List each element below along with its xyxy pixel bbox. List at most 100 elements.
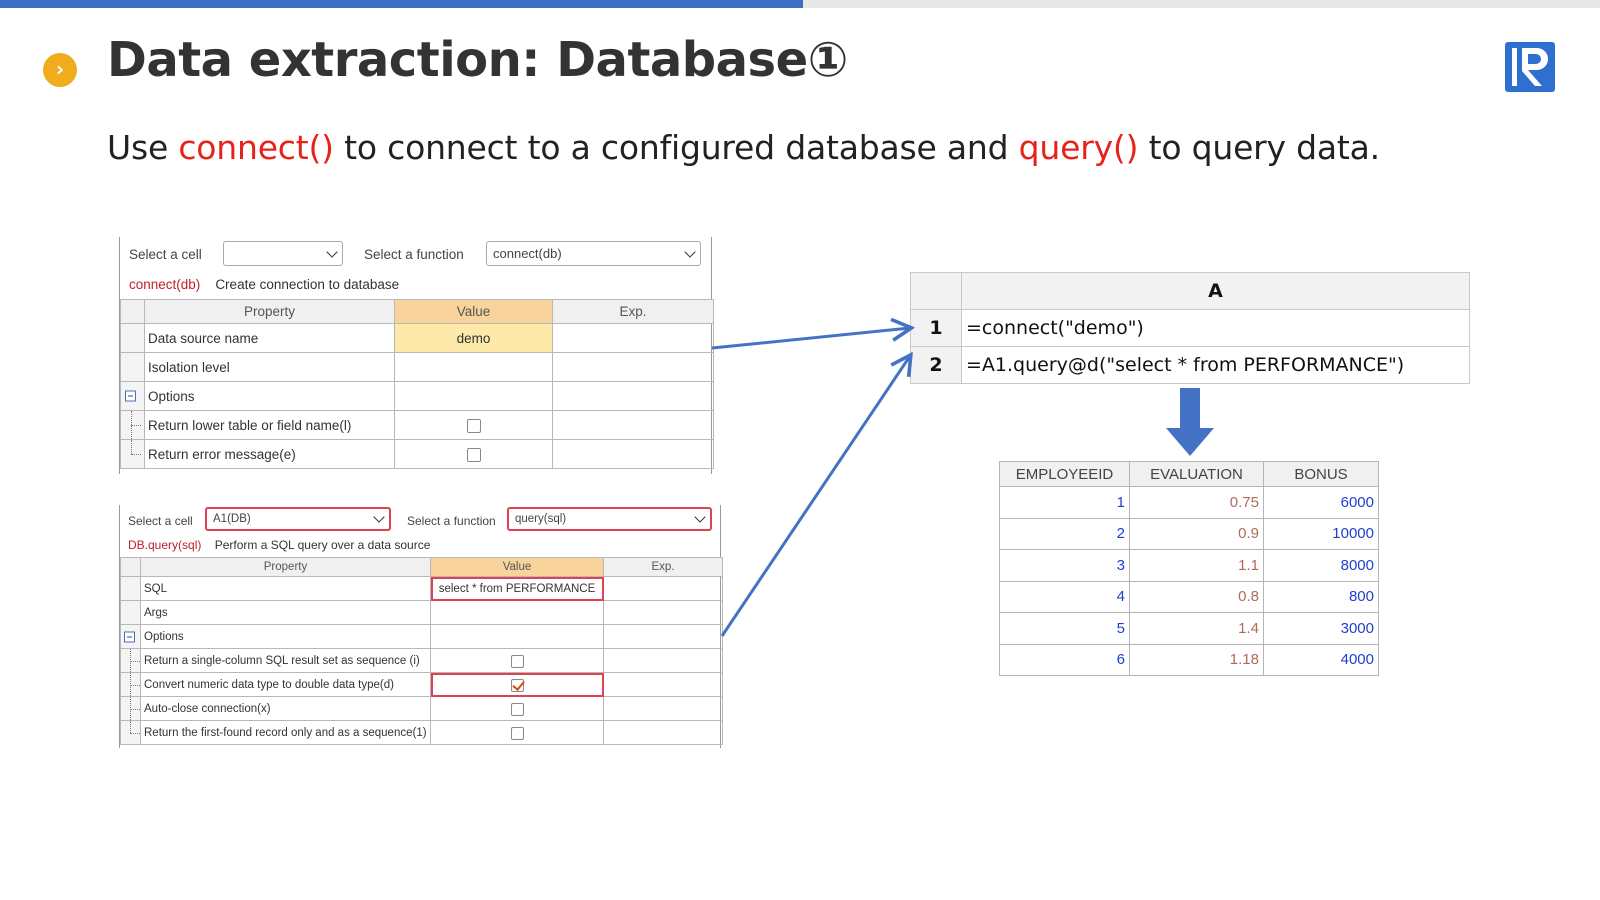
- evaluation-cell: 0.9: [1129, 517, 1264, 550]
- option-checkbox[interactable]: [466, 447, 481, 462]
- table-row[interactable]: Return the first-found record only and a…: [120, 720, 723, 745]
- function-description: DB.query(sql) Perform a SQL query over a…: [128, 538, 430, 552]
- exp-cell[interactable]: [603, 696, 723, 721]
- table-row[interactable]: Data source name demo: [120, 323, 714, 353]
- exp-cell[interactable]: [552, 439, 714, 469]
- row-header[interactable]: 2: [910, 346, 962, 384]
- exp-cell[interactable]: [603, 648, 723, 673]
- collapse-icon[interactable]: [125, 390, 136, 402]
- evaluation-cell: 1.18: [1129, 643, 1264, 676]
- select-function-dropdown[interactable]: query(sql): [507, 507, 712, 531]
- row-gutter: [120, 672, 141, 697]
- chevron-down-icon: [684, 245, 696, 258]
- select-cell-label: Select a cell: [128, 514, 193, 528]
- value-cell: [430, 696, 604, 721]
- grid-row: 1 =connect("demo"): [910, 309, 1470, 347]
- property-header: Property: [144, 299, 395, 324]
- property-name: SQL: [140, 576, 431, 601]
- option-checkbox[interactable]: [510, 726, 524, 740]
- grid-row: 2 =A1.query@d("select * from PERFORMANCE…: [910, 346, 1470, 384]
- table-row[interactable]: Isolation level: [120, 352, 714, 382]
- tree-line: [130, 708, 140, 710]
- value-cell: [394, 439, 553, 469]
- table-header-row: Property Value Exp.: [120, 299, 714, 324]
- value-cell[interactable]: [430, 600, 604, 625]
- select-cell-dropdown[interactable]: A1(DB): [205, 507, 391, 531]
- subtitle-text: to connect to a configured database and: [333, 128, 1019, 167]
- collapse-icon[interactable]: [124, 631, 135, 642]
- table-row[interactable]: Options: [120, 381, 714, 411]
- option-checkbox[interactable]: [466, 418, 481, 433]
- employeeid-cell: 6: [999, 643, 1130, 676]
- value-header: Value: [430, 557, 604, 577]
- property-name: Auto-close connection(x): [140, 696, 431, 721]
- column-header-a[interactable]: A: [961, 272, 1470, 310]
- option-checkbox[interactable]: [510, 702, 524, 716]
- employeeid-cell: 3: [999, 549, 1130, 582]
- arrow-query-to-a2: [720, 356, 910, 637]
- employeeid-cell: 5: [999, 612, 1130, 645]
- exp-cell[interactable]: [603, 720, 723, 745]
- bonus-cell: 4000: [1263, 643, 1379, 676]
- subtitle-func-connect: connect(): [178, 128, 334, 167]
- value-cell[interactable]: [394, 352, 553, 382]
- option-checkbox-checked[interactable]: [510, 678, 524, 692]
- exp-cell[interactable]: [603, 672, 723, 697]
- value-cell[interactable]: demo: [394, 323, 553, 353]
- property-name: Isolation level: [144, 352, 395, 382]
- row-gutter: [120, 624, 141, 649]
- function-name: DB.query(sql): [128, 538, 202, 552]
- down-arrow-icon: [1166, 388, 1214, 456]
- top-progress-bar: [0, 0, 1600, 8]
- tree-line: [130, 660, 140, 662]
- select-cell-value: A1(DB): [213, 513, 251, 525]
- row-gutter: [120, 696, 141, 721]
- row-gutter: [120, 381, 145, 411]
- table-row[interactable]: Auto-close connection(x): [120, 696, 723, 721]
- exp-cell[interactable]: [603, 576, 723, 601]
- table-row[interactable]: Args: [120, 600, 723, 625]
- row-gutter: [120, 648, 141, 673]
- exp-cell[interactable]: [552, 323, 714, 353]
- column-header: BONUS: [1263, 461, 1379, 487]
- exp-cell[interactable]: [552, 410, 714, 440]
- exp-header: Exp.: [603, 557, 723, 577]
- cell-a1[interactable]: =connect("demo"): [961, 309, 1470, 347]
- table-row[interactable]: Return a single-column SQL result set as…: [120, 648, 723, 673]
- property-name: Data source name: [144, 323, 395, 353]
- employeeid-cell: 4: [999, 580, 1130, 613]
- select-cell-label: Select a cell: [129, 247, 202, 262]
- dialog-toolbar: Select a cell A1(DB) Select a function q…: [120, 505, 720, 541]
- employeeid-cell: 1: [999, 486, 1130, 519]
- row-header[interactable]: 1: [910, 309, 962, 347]
- query-property-dialog: Select a cell A1(DB) Select a function q…: [119, 505, 723, 748]
- property-name: Return error message(e): [144, 439, 395, 469]
- dialog-toolbar: Select a cell Select a function connect(…: [120, 237, 711, 273]
- exp-cell[interactable]: [552, 352, 714, 382]
- row-gutter: [120, 323, 145, 353]
- select-function-label: Select a function: [364, 247, 464, 262]
- bonus-cell: 800: [1263, 580, 1379, 613]
- gutter-header: [120, 557, 141, 577]
- grid-corner[interactable]: [910, 272, 962, 310]
- row-gutter: [120, 352, 145, 382]
- select-function-value: query(sql): [515, 513, 567, 525]
- evaluation-cell: 0.8: [1129, 580, 1264, 613]
- column-header: EMPLOYEEID: [999, 461, 1130, 487]
- table-row[interactable]: SQL select * from PERFORMANCE: [120, 576, 723, 601]
- exp-cell[interactable]: [603, 600, 723, 625]
- table-row[interactable]: Return error message(e): [120, 439, 714, 469]
- sql-value-cell[interactable]: select * from PERFORMANCE: [430, 576, 604, 601]
- bonus-cell: 6000: [1263, 486, 1379, 519]
- select-function-dropdown[interactable]: connect(db): [486, 241, 701, 266]
- select-cell-dropdown[interactable]: [223, 241, 343, 266]
- table-row[interactable]: Convert numeric data type to double data…: [120, 672, 723, 697]
- cell-a2[interactable]: =A1.query@d("select * from PERFORMANCE"): [961, 346, 1470, 384]
- option-checkbox[interactable]: [510, 654, 524, 668]
- property-name: Convert numeric data type to double data…: [140, 672, 431, 697]
- table-row[interactable]: Options: [120, 624, 723, 649]
- exp-header: Exp.: [552, 299, 714, 324]
- table-row[interactable]: Return lower table or field name(l): [120, 410, 714, 440]
